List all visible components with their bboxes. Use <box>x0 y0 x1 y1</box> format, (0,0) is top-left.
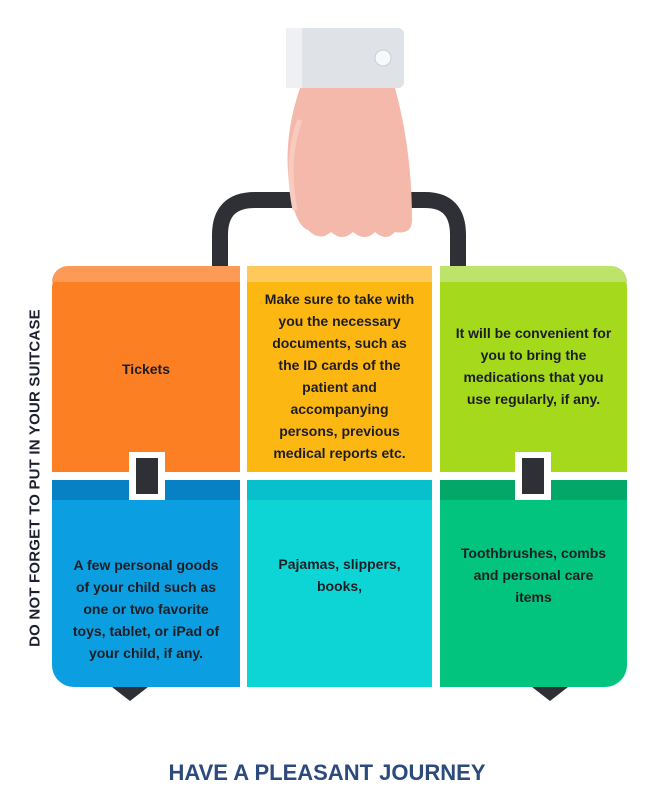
cell-text: Make sure to take with you the necessary… <box>264 291 415 461</box>
sleeve-cuff <box>286 28 404 88</box>
cell-text: Pajamas, slippers, books, <box>278 555 401 594</box>
cell-personal-goods: A few personal goods of your child such … <box>52 480 240 687</box>
foot-left <box>112 687 148 701</box>
side-label: DO NOT FORGET TO PUT IN YOUR SUITCASE <box>26 309 44 647</box>
cell-tickets: Tickets <box>52 266 240 472</box>
cell-toiletries: Toothbrushes, combs and personal care it… <box>440 480 627 687</box>
hand <box>287 88 412 237</box>
cell-text: It will be convenient for you to bring t… <box>455 325 612 407</box>
cell-documents: Make sure to take with you the necessary… <box>247 266 432 472</box>
latch-right <box>515 452 551 500</box>
latch-left <box>129 452 165 500</box>
cell-text: Toothbrushes, combs and personal care it… <box>460 544 607 605</box>
foot-right <box>532 687 568 701</box>
cell-text: Tickets <box>122 361 170 377</box>
suitcase-handle-with-hand <box>212 28 466 268</box>
footer-title: HAVE A PLEASANT JOURNEY <box>168 760 486 785</box>
cuff-button-icon <box>374 49 392 67</box>
cell-pajamas: Pajamas, slippers, books, <box>247 480 432 687</box>
cell-medications: It will be convenient for you to bring t… <box>440 266 627 472</box>
cell-text: A few personal goods of your child such … <box>72 556 220 661</box>
